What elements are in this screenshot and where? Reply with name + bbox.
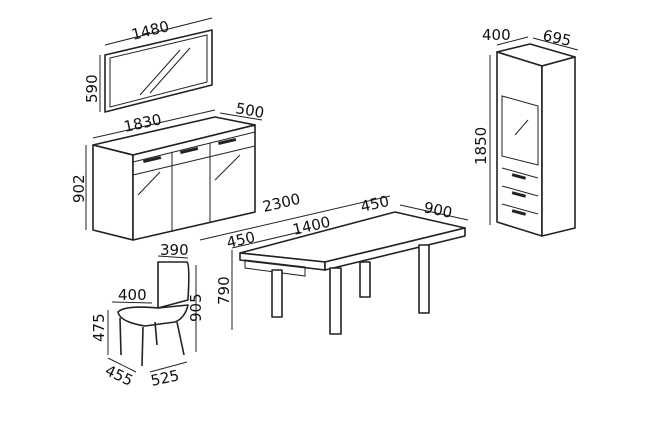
sideboard-depth-label: 500 xyxy=(234,99,265,122)
chair-back-width-label: 390 xyxy=(160,241,189,259)
cabinet-width-label: 400 xyxy=(482,26,511,44)
chair-seat-height-label: 475 xyxy=(90,313,108,342)
sideboard xyxy=(85,109,263,241)
table-depth-label: 900 xyxy=(422,198,454,222)
mirror-height-label: 590 xyxy=(83,74,101,103)
tall-cabinet xyxy=(489,36,579,237)
chair xyxy=(107,255,197,373)
sideboard-height-label: 902 xyxy=(70,174,88,203)
chair-width-label: 525 xyxy=(149,366,181,390)
mirror xyxy=(99,17,213,113)
table-height-label: 790 xyxy=(215,276,233,305)
mirror-width-label: 1480 xyxy=(130,17,171,44)
chair-depth-label: 455 xyxy=(102,361,136,389)
table-extension-right-label: 450 xyxy=(359,192,391,216)
chair-height-label: 905 xyxy=(187,293,205,322)
table-extension-left-label: 450 xyxy=(225,228,257,252)
table-extended-length-label: 2300 xyxy=(261,190,302,216)
chair-seat-width-label: 400 xyxy=(118,286,147,304)
cabinet-depth-label: 695 xyxy=(541,26,573,50)
cabinet-height-label: 1850 xyxy=(472,127,490,165)
dining-table xyxy=(199,195,469,335)
